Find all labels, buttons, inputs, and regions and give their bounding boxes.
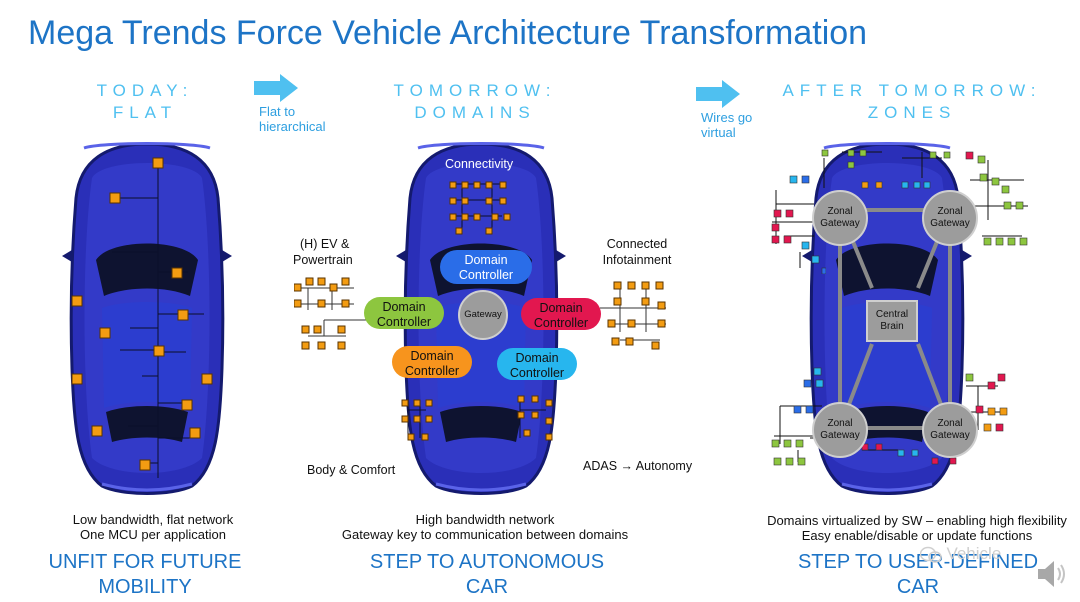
car-zones-illustration: [802, 142, 972, 495]
controller-line2: Controller: [404, 364, 460, 378]
arrow-label-virtual-line1: Wires go: [701, 110, 753, 125]
stage-today-line2: FLAT: [112, 103, 178, 122]
stage-after-header: AFTER TOMORROW: ZONES: [762, 80, 1062, 124]
ecu-cluster-front-left: [771, 175, 826, 274]
domain-controller-body: Domain Controller: [392, 346, 472, 378]
car-flat-illustration: [62, 142, 232, 495]
domain-label-adas: ADAS → Autonomy: [583, 459, 693, 473]
domain-label-powertrain-line1: (H) EV &: [300, 237, 350, 251]
domain-controller-infotainment: Domain Controller: [521, 298, 601, 330]
speaker-icon[interactable]: [1034, 558, 1070, 590]
controller-line1: Domain: [464, 253, 508, 267]
stage-today-line1: TODAY:: [96, 81, 194, 100]
footer-domains-line2: CAR: [465, 576, 509, 598]
caption-domains-line2: Gateway key to communication between dom…: [341, 527, 629, 542]
controller-line2: Controller: [533, 316, 589, 330]
domain-controller-adas: Domain Controller: [497, 348, 577, 380]
footer-zones-line1: STEP TO USER-DEFINED: [797, 551, 1039, 573]
domain-label-body: Body & Comfort: [307, 463, 396, 477]
zonal-gateway-rear-left: Zonal Gateway: [812, 402, 868, 458]
zonal-gateway-rear-right: Zonal Gateway: [922, 402, 978, 458]
controller-line2: Controller: [509, 366, 565, 380]
wechat-watermark: Vehicle: [919, 544, 1002, 564]
footer-domains: STEP TO AUTONOMOUS CAR: [350, 550, 624, 600]
ecu-tree-infotainment: [600, 281, 666, 350]
watermark-text: Vehicle: [946, 544, 1002, 563]
domain-controller-powertrain: Domain Controller: [364, 297, 444, 329]
stage-today-header: TODAY: FLAT: [60, 80, 230, 124]
domain-label-infotainment-line2: Infotainment: [602, 253, 672, 267]
central-brain: Central Brain: [866, 300, 918, 342]
footer-zones: STEP TO USER-DEFINED CAR: [778, 550, 1058, 600]
domain-label-powertrain: (H) EV & Powertrain: [293, 236, 353, 268]
right-arrow-icon: [254, 74, 298, 102]
controller-line2: Controller: [376, 315, 432, 329]
right-arrow-icon: [696, 80, 740, 108]
zonal-gateway-front-left: Zonal Gateway: [812, 190, 868, 246]
footer-zones-line2: CAR: [896, 576, 940, 598]
caption-flat-line2: One MCU per application: [80, 527, 226, 542]
footer-domains-line1: STEP TO AUTONOMOUS: [369, 551, 605, 573]
arrow-label-virtual-line2: virtual: [701, 125, 736, 140]
zonal-gateway-front-right: Zonal Gateway: [922, 190, 978, 246]
caption-domains: High bandwidth network Gateway key to co…: [330, 512, 640, 542]
ecu-cluster-rear-right: [965, 373, 1008, 432]
caption-domains-line1: High bandwidth network: [415, 512, 555, 527]
domain-label-powertrain-line2: Powertrain: [293, 253, 353, 267]
ecu-tree-powertrain: [294, 277, 366, 350]
controller-line1: Domain: [382, 300, 426, 314]
gateway-node: Gateway: [458, 290, 508, 340]
caption-zones: Domains virtualized by SW – enabling hig…: [752, 513, 1080, 543]
footer-flat-line2: MOBILITY: [98, 576, 192, 598]
domain-label-connectivity: Connectivity: [445, 157, 514, 171]
slide-title: Mega Trends Force Vehicle Architecture T…: [28, 14, 868, 52]
arrow-label-flat-line2: hierarchical: [259, 119, 326, 134]
caption-flat-line1: Low bandwidth, flat network: [72, 512, 234, 527]
ecu-cluster-front-right: [965, 151, 1028, 246]
arrow-label-flat: Flat to hierarchical: [259, 104, 325, 134]
stage-after-line1: AFTER TOMORROW:: [782, 81, 1042, 100]
stage-after-line2: ZONES: [867, 103, 957, 122]
footer-flat: UNFIT FOR FUTURE MOBILITY: [30, 550, 260, 600]
ecu-cluster-rear-left: [771, 367, 824, 466]
stage-tomorrow-header: TOMORROW: DOMAINS: [370, 80, 580, 124]
wechat-logo-icon: [919, 546, 942, 563]
controller-line1: Domain: [410, 349, 454, 363]
caption-flat: Low bandwidth, flat network One MCU per …: [40, 512, 266, 542]
arrow-label-flat-line1: Flat to: [259, 104, 296, 119]
domain-label-infotainment: Connected Infotainment: [600, 236, 674, 268]
controller-line2: Controller: [458, 268, 514, 282]
controller-line1: Domain: [539, 301, 583, 315]
stage-tomorrow-line2: DOMAINS: [414, 103, 536, 122]
arrow-label-virtual: Wires go virtual: [701, 110, 752, 140]
domain-label-infotainment-line1: Connected: [606, 237, 668, 251]
controller-line1: Domain: [515, 351, 559, 365]
stage-tomorrow-line1: TOMORROW:: [393, 81, 557, 100]
caption-zones-line2: Easy enable/disable or update functions: [801, 528, 1033, 543]
caption-zones-line1: Domains virtualized by SW – enabling hig…: [767, 513, 1067, 528]
footer-flat-line1: UNFIT FOR FUTURE: [48, 551, 242, 573]
domain-controller-connectivity: Domain Controller: [440, 250, 532, 284]
car-domains-illustration: [396, 142, 566, 495]
